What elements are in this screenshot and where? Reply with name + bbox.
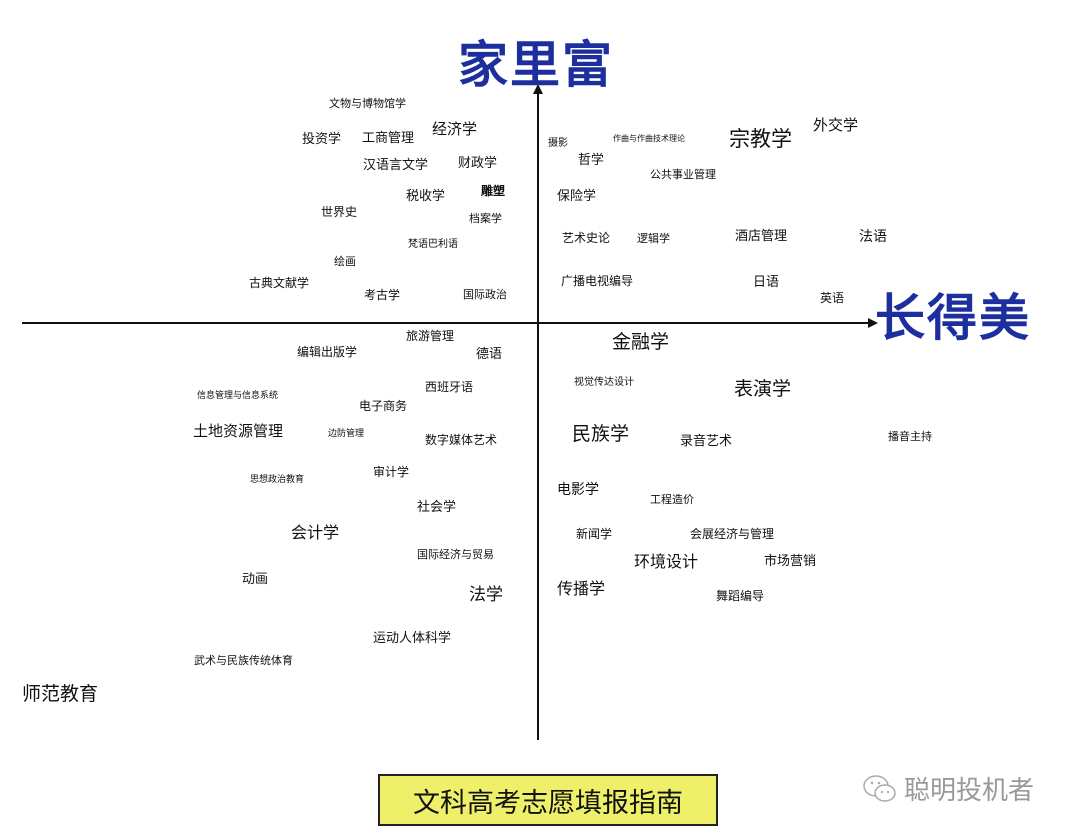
major-label: 外交学 [813,116,859,134]
watermark-text: 聪明投机者 [904,776,1035,806]
major-label: 社会学 [417,500,457,515]
major-label: 信息管理与信息系统 [197,391,279,401]
major-label: 税收学 [406,189,446,204]
major-label: 保险学 [557,189,597,204]
major-label: 法学 [469,585,503,605]
major-label: 哲学 [578,153,605,168]
major-label: 旅游管理 [406,329,455,343]
major-label: 数字媒体艺术 [425,433,498,447]
wechat-icon [863,774,896,802]
major-label: 国际政治 [463,288,507,301]
major-label: 土地资源管理 [193,422,284,440]
major-label: 德语 [476,347,503,362]
major-label: 环境设计 [634,552,699,571]
major-label: 英语 [820,291,845,305]
major-label: 电影学 [557,482,599,498]
major-label: 武术与民族传统体育 [194,654,293,667]
major-label: 运动人体科学 [373,631,452,646]
major-label: 绘画 [334,255,356,268]
x-axis-arrow [868,318,878,328]
major-label: 编辑出版学 [297,345,358,359]
major-label: 财政学 [458,156,498,171]
major-label: 宗教学 [729,127,792,151]
major-label: 工商管理 [362,131,415,146]
major-label: 梵语巴利语 [408,239,458,250]
major-label: 文物与博物馆学 [329,97,406,110]
major-label: 舞蹈编导 [716,589,765,603]
major-label: 公共事业管理 [650,168,716,181]
title-banner: 文科高考志愿填报指南 [378,774,718,826]
major-label: 摄影 [548,138,568,149]
major-label: 思想政治教育 [250,475,305,485]
major-label: 会计学 [291,523,340,542]
major-label: 金融学 [612,331,670,353]
major-label: 工程造价 [650,493,694,506]
major-label: 雕塑 [481,184,506,198]
major-label: 法语 [859,229,887,245]
major-label: 动画 [242,572,269,587]
x-axis-title: 长得美 [875,289,1031,347]
major-label: 表演学 [734,378,792,400]
major-label: 播音主持 [888,430,932,443]
major-label: 日语 [753,275,780,290]
watermark: 聪明投机者 [862,770,1034,807]
major-label: 考古学 [364,288,401,302]
major-label: 传播学 [557,579,606,598]
major-label: 档案学 [469,212,502,225]
major-label: 审计学 [373,465,410,479]
major-label: 经济学 [432,120,478,138]
major-label: 边防管理 [328,429,365,439]
major-label: 广播电视编导 [561,274,634,288]
x-axis-line [22,322,874,324]
major-label: 新闻学 [576,527,613,541]
major-label: 电子商务 [359,399,408,413]
major-label: 古典文献学 [249,276,310,290]
major-label: 民族学 [572,423,630,445]
y-axis-arrow [533,84,543,94]
major-label: 世界史 [321,205,358,219]
major-label: 西班牙语 [425,380,474,394]
major-label: 录音艺术 [680,434,733,449]
y-axis-title: 家里富 [458,36,614,94]
major-label: 作曲与作曲技术理论 [613,134,685,143]
major-label: 汉语言文学 [363,158,429,173]
major-label: 市场营销 [764,554,817,569]
major-label: 酒店管理 [735,229,788,244]
major-label: 艺术史论 [562,231,611,245]
y-axis-line [537,92,539,740]
major-label: 国际经济与贸易 [417,548,494,561]
major-label: 投资学 [302,132,342,147]
major-label: 会展经济与管理 [690,527,775,541]
major-label: 师范教育 [22,683,99,705]
major-label: 视觉传达设计 [574,377,634,388]
major-label: 逻辑学 [637,232,670,245]
